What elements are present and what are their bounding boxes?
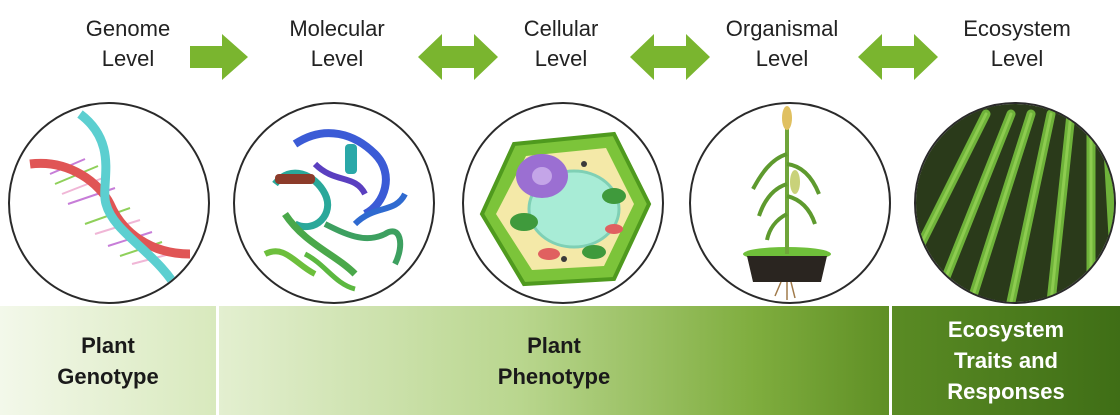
band-divider	[216, 306, 219, 415]
plant-genotype-band: Plant Genotype	[0, 306, 216, 415]
classification-bar: Plant Genotype Plant Phenotype Ecosystem…	[0, 306, 1120, 415]
ecosystem-traits-band: Ecosystem Traits and Responses	[892, 306, 1120, 415]
double-arrow-icon	[858, 34, 938, 80]
corn-plant-illustration	[689, 102, 891, 304]
band-divider	[889, 306, 892, 415]
double-arrow-icon	[418, 34, 498, 80]
right-arrow-icon	[190, 34, 248, 80]
double-arrow-icon	[630, 34, 710, 80]
protein-structure-illustration	[233, 102, 435, 304]
ecosystem-traits-label: Ecosystem Traits and Responses	[947, 317, 1065, 404]
plant-cell-illustration	[462, 102, 664, 304]
crop-field-illustration	[914, 102, 1116, 304]
plant-genotype-label: Plant Genotype	[57, 332, 159, 389]
plant-phenotype-label: Plant Phenotype	[497, 332, 611, 389]
plant-phenotype-band: Plant Phenotype	[219, 306, 889, 415]
dna-helix-illustration	[8, 102, 210, 304]
